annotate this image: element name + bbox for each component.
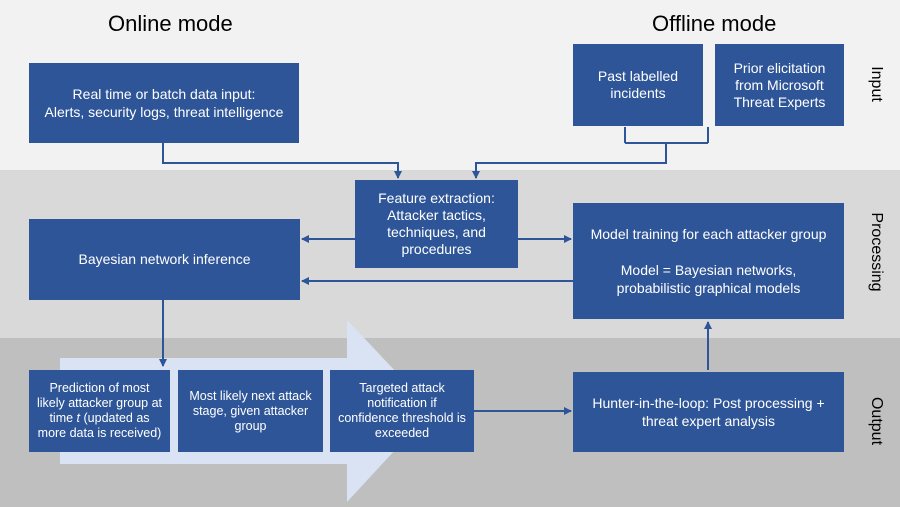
bayesian-inference-box: Bayesian network inference bbox=[29, 219, 300, 300]
targeted-notification-box: Targeted attack notification if confiden… bbox=[330, 370, 474, 452]
feature-extraction-text: Feature extraction: Attacker tactics, te… bbox=[378, 190, 495, 257]
prior-elicitation-box: Prior elicitation from Microsoft Threat … bbox=[715, 44, 844, 126]
online-mode-header: Online mode bbox=[108, 11, 233, 36]
hunter-loop-box: Hunter-in-the-loop: Post processing + th… bbox=[573, 372, 844, 452]
next-stage-box: Most likely next attack stage, given att… bbox=[178, 370, 323, 452]
bayesian-inference-text: Bayesian network inference bbox=[78, 251, 251, 267]
past-incidents-text: Past labelled incidents bbox=[597, 68, 679, 101]
time-variable: t bbox=[76, 411, 81, 425]
prior-elicitation-text: Prior elicitation from Microsoft Threat … bbox=[733, 59, 826, 110]
past-incidents-box: Past labelled incidents bbox=[573, 44, 703, 126]
input-section-label: Input bbox=[868, 66, 885, 102]
data-input-box: Real time or batch data input: Alerts, s… bbox=[29, 63, 299, 143]
hunter-loop-text: Hunter-in-the-loop: Post processing + th… bbox=[592, 395, 825, 429]
next-stage-text: Most likely next attack stage, given att… bbox=[189, 388, 312, 433]
feature-extraction-box: Feature extraction: Attacker tactics, te… bbox=[355, 180, 518, 268]
output-section-label: Output bbox=[868, 396, 885, 446]
data-input-text: Real time or batch data input: Alerts, s… bbox=[44, 86, 284, 120]
offline-mode-header: Offline mode bbox=[652, 11, 777, 36]
model-training-box: Model training for each attacker group M… bbox=[573, 203, 844, 319]
prediction-box: Prediction of most likely attacker group… bbox=[29, 370, 170, 452]
processing-section-label: Processing bbox=[868, 212, 885, 292]
model-training-text: Model training for each attacker group M… bbox=[590, 226, 827, 296]
prediction-text: Prediction of most likely attacker group… bbox=[36, 381, 163, 440]
targeted-notification-text: Targeted attack notification if confiden… bbox=[338, 381, 466, 440]
